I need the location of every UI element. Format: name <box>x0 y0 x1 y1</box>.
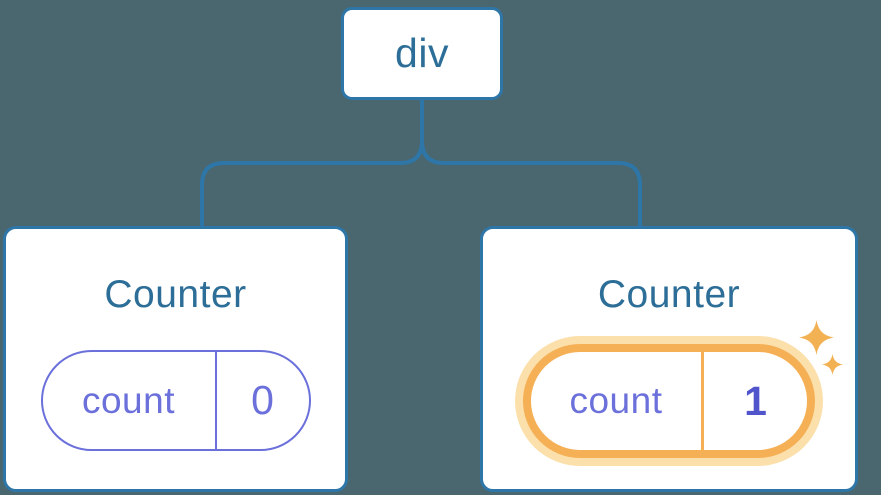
state-pill-divider <box>701 352 704 450</box>
component-title: Counter <box>104 273 247 316</box>
state-key-label: count <box>81 379 175 421</box>
root-node-div: div <box>341 7 503 100</box>
state-pill-divider <box>214 352 217 449</box>
counter-card-right: Counter count 1 <box>480 226 858 492</box>
sparkle-icon <box>799 320 834 355</box>
root-node-label: div <box>395 30 449 76</box>
state-value-cell: 1 <box>704 352 807 450</box>
state-key-label: count <box>569 380 663 421</box>
state-key-cell: count <box>43 352 215 449</box>
state-value-cell: 0 <box>217 352 309 449</box>
counter-card-left: Counter count 0 <box>3 226 348 492</box>
sparkle-icon <box>822 354 843 375</box>
state-pill-highlighted: count 1 <box>523 344 815 458</box>
state-key-cell: count <box>531 352 701 450</box>
component-title: Counter <box>597 273 741 316</box>
state-value: 1 <box>744 377 767 424</box>
state-value: 0 <box>251 377 274 423</box>
state-pill: count 0 <box>40 350 311 451</box>
